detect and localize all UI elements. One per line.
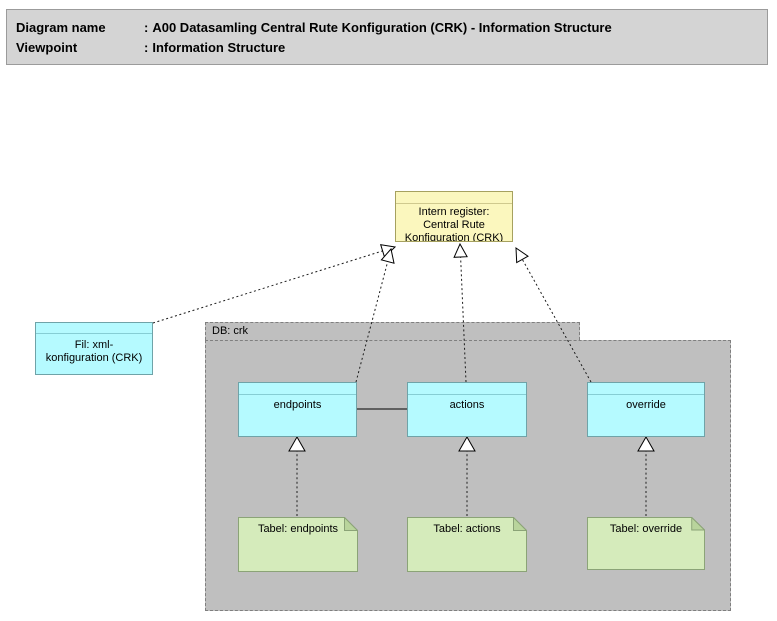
realization-fil-to-register-line: [152, 250, 383, 324]
title-value: A00 Datasamling Central Rute Konfigurati…: [152, 20, 612, 35]
node-actions: actions: [407, 382, 527, 437]
node-header-compartment: [36, 323, 152, 334]
note-tabel-override: Tabel: override: [587, 517, 705, 570]
note-shape: [238, 517, 358, 572]
node-label: override: [626, 399, 666, 411]
title-colon: :: [144, 40, 149, 55]
note-label: Tabel: actions: [433, 523, 501, 535]
node-header-compartment: [408, 383, 526, 395]
title-value: Information Structure: [152, 40, 286, 55]
db-crk-group-tab: DB: crk: [205, 322, 580, 340]
note-label: Tabel: override: [609, 523, 683, 535]
node-header-compartment: [239, 383, 356, 395]
realization-endpoints-to-register-arrowhead: [380, 247, 395, 264]
node-header-compartment: [588, 383, 704, 395]
title-colon: :: [144, 20, 149, 35]
note-shape: [587, 517, 705, 570]
node-label: endpoints: [273, 399, 322, 411]
title-block: Diagram name:A00 Datasamling Central Rut…: [6, 9, 768, 65]
node-label: actions: [449, 399, 485, 411]
node-endpoints: endpoints: [238, 382, 357, 437]
node-override: override: [587, 382, 705, 437]
node-label: Intern register: Central Rute Konfigurat…: [404, 206, 504, 242]
realization-actions-to-register-arrowhead: [453, 242, 468, 258]
node-fil-xml-konfiguration: Fil: xml- konfiguration (CRK): [35, 322, 153, 375]
title-row-viewpoint: Viewpoint:Information Structure: [16, 38, 767, 58]
title-label: Diagram name: [16, 20, 106, 35]
note-label: Tabel: endpoints: [257, 523, 339, 535]
title-label: Viewpoint: [16, 40, 78, 55]
db-crk-group-label: DB: crk: [212, 325, 249, 337]
node-header-compartment: [396, 192, 512, 204]
title-row-diagram-name: Diagram name:A00 Datasamling Central Rut…: [16, 18, 767, 38]
note-shape: [407, 517, 527, 572]
node-intern-register: Intern register: Central Rute Konfigurat…: [395, 191, 513, 242]
realization-override-to-register-arrowhead: [515, 247, 529, 264]
note-tabel-endpoints: Tabel: endpoints: [238, 517, 358, 572]
node-label: Fil: xml- konfiguration (CRK): [45, 339, 143, 364]
realization-fil-to-register-arrowhead: [379, 244, 397, 259]
note-tabel-actions: Tabel: actions: [407, 517, 527, 572]
